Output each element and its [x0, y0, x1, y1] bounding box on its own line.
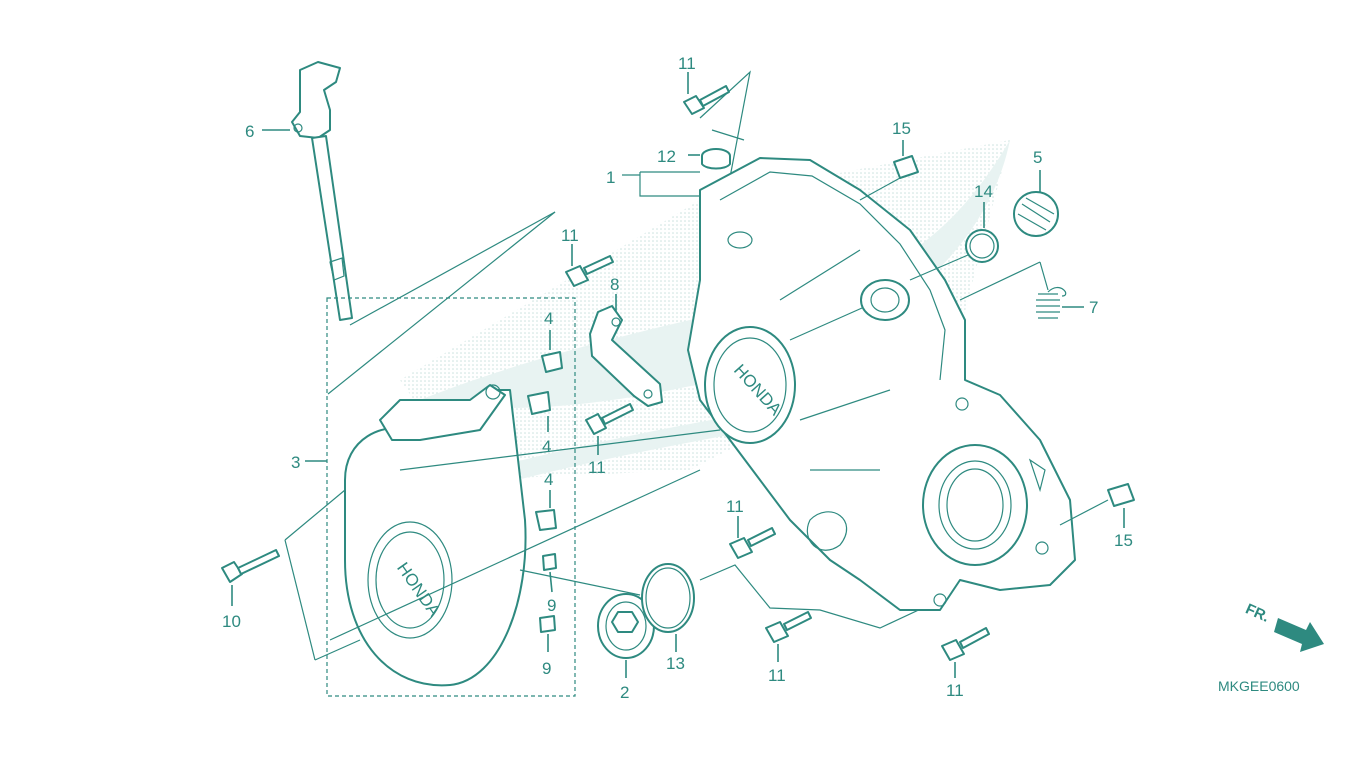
- part-1-right-cover: HONDA: [687, 157, 1076, 611]
- callout-11a: 11: [678, 54, 696, 73]
- callout-4c: 4: [544, 470, 553, 489]
- callout-12: 12: [657, 147, 676, 166]
- part-2-cap: [597, 593, 655, 678]
- callout-11c: 11: [588, 458, 606, 477]
- front-direction-arrow: FR.: [1243, 600, 1324, 652]
- part-4-dowels: [527, 330, 563, 531]
- part-11-bolts: [565, 72, 990, 678]
- part-8-bracket: [589, 294, 663, 407]
- callout-1: 1: [606, 168, 615, 187]
- callout-11f: 11: [946, 681, 964, 700]
- callout-15b: 15: [1114, 531, 1133, 550]
- callout-11e: 11: [768, 666, 786, 685]
- callout-labels: 1 2 3 4 4 4 5 6 7 8 9 9 10 11 11 11 11 1…: [222, 54, 1133, 702]
- callout-4a: 4: [544, 309, 553, 328]
- part-13-oring: [641, 563, 695, 652]
- callout-14: 14: [974, 182, 993, 201]
- callout-6: 6: [245, 122, 254, 141]
- callout-15a: 15: [892, 119, 911, 138]
- part-3-left-cover: HONDA: [344, 384, 527, 687]
- callout-9a: 9: [547, 596, 556, 615]
- callout-7: 7: [1089, 298, 1098, 317]
- callout-11b: 11: [561, 226, 579, 245]
- part-10-bolt: [221, 489, 361, 661]
- part-5-cap: [1013, 170, 1059, 237]
- callout-3: 3: [291, 453, 300, 472]
- callout-2: 2: [620, 683, 629, 702]
- callout-5: 5: [1033, 148, 1042, 167]
- set-3-bracket: [326, 297, 576, 697]
- callout-13: 13: [666, 654, 685, 673]
- part-7-spring: [959, 261, 1084, 319]
- callout-10: 10: [222, 612, 241, 631]
- callout-4b: 4: [542, 437, 551, 456]
- part-6-rod: [262, 61, 353, 321]
- front-label: FR.: [1243, 600, 1272, 625]
- callout-9b: 9: [542, 659, 551, 678]
- part-15-dowels: [859, 140, 1135, 528]
- callout-11d: 11: [726, 497, 744, 516]
- diagram-code: MKGEE0600: [1218, 678, 1300, 694]
- part-9-keys: [539, 553, 557, 652]
- part-14-oring: [909, 202, 999, 281]
- callout-8: 8: [610, 275, 619, 294]
